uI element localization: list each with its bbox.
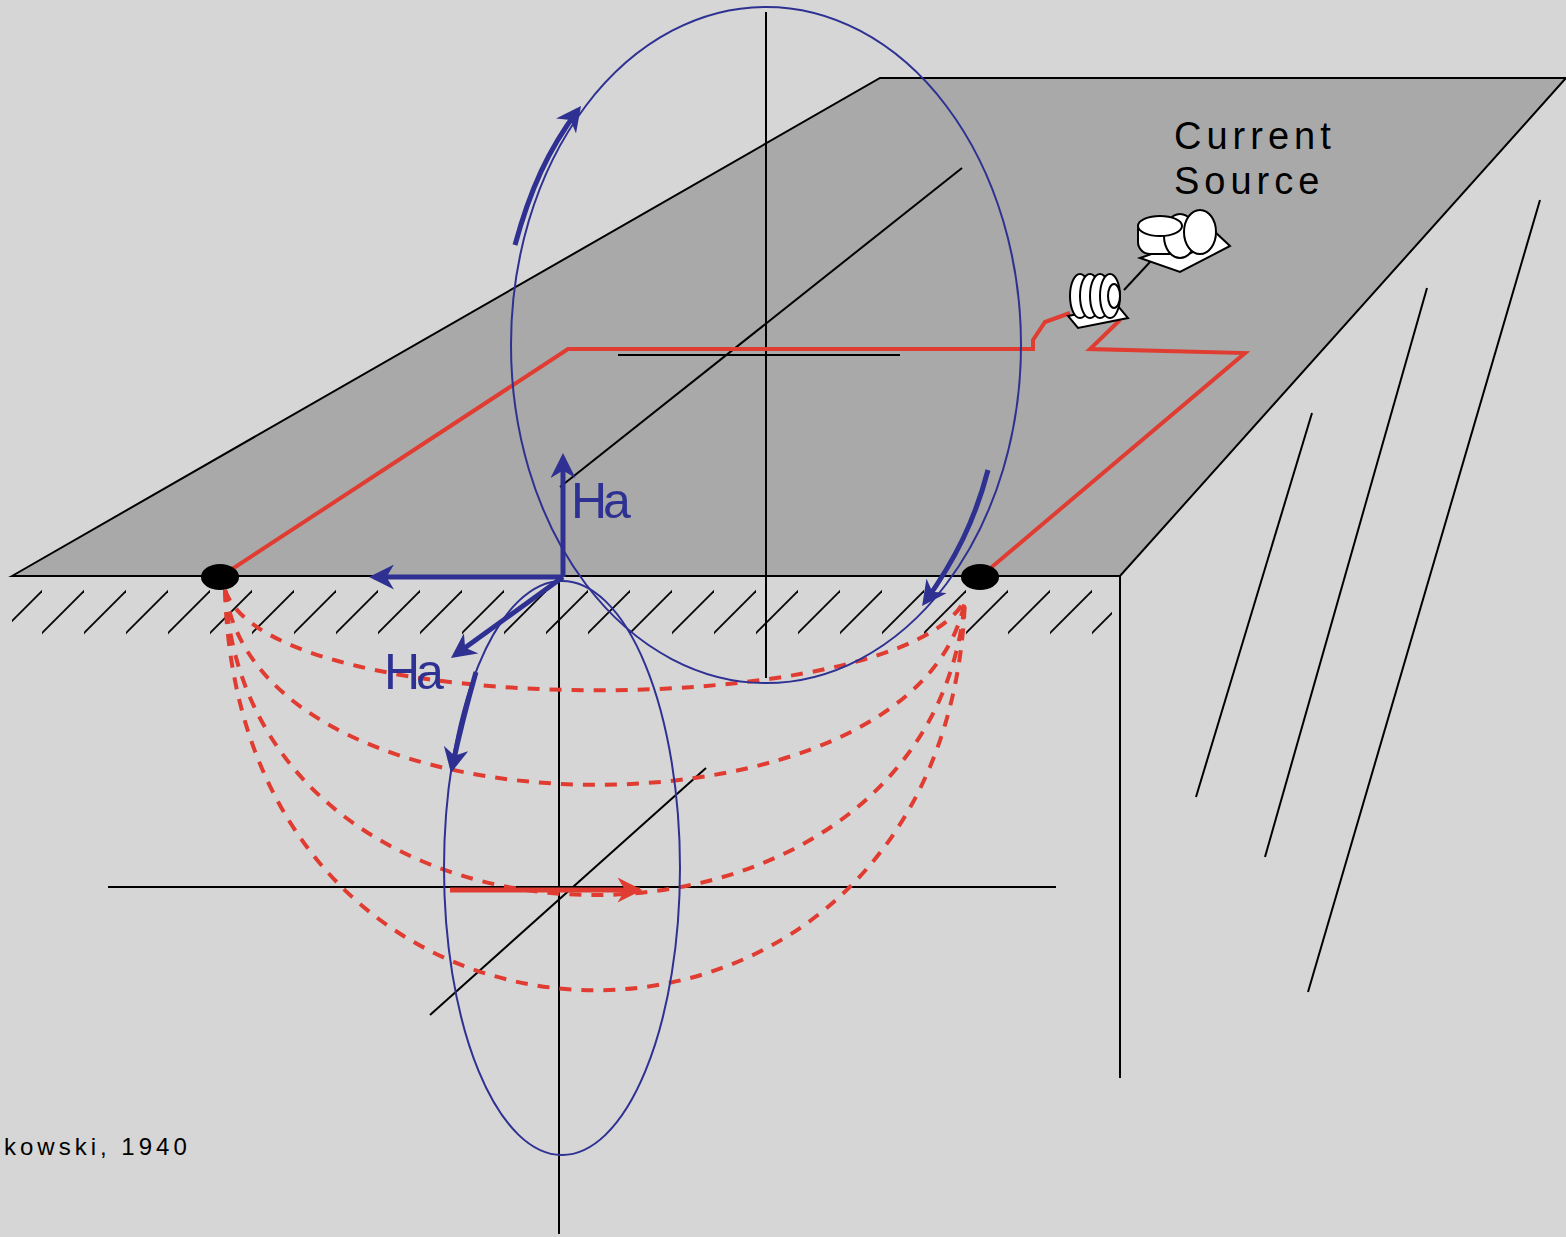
field-loop: [444, 581, 680, 1155]
citation: kowski, 1940: [4, 1134, 304, 1160]
field-label: Ha: [571, 476, 633, 526]
current-lines: [225, 590, 965, 990]
ground-surface: [12, 78, 1566, 576]
generator-icon: [1068, 210, 1230, 328]
equipment-label: Current Source: [1174, 114, 1404, 204]
cable: [220, 313, 1070, 577]
field-label: Ha: [384, 647, 446, 697]
field-arrows: [374, 110, 988, 768]
cable: [980, 320, 1245, 577]
current-arrow: [450, 888, 640, 893]
field-loop: [511, 7, 1021, 683]
axes: [108, 12, 1056, 1234]
section-edge: [1119, 576, 1121, 1078]
electrode: [201, 564, 239, 590]
electrode: [961, 564, 999, 590]
ground-hatching: [12, 578, 1112, 638]
cliff-strokes: [1196, 200, 1540, 992]
